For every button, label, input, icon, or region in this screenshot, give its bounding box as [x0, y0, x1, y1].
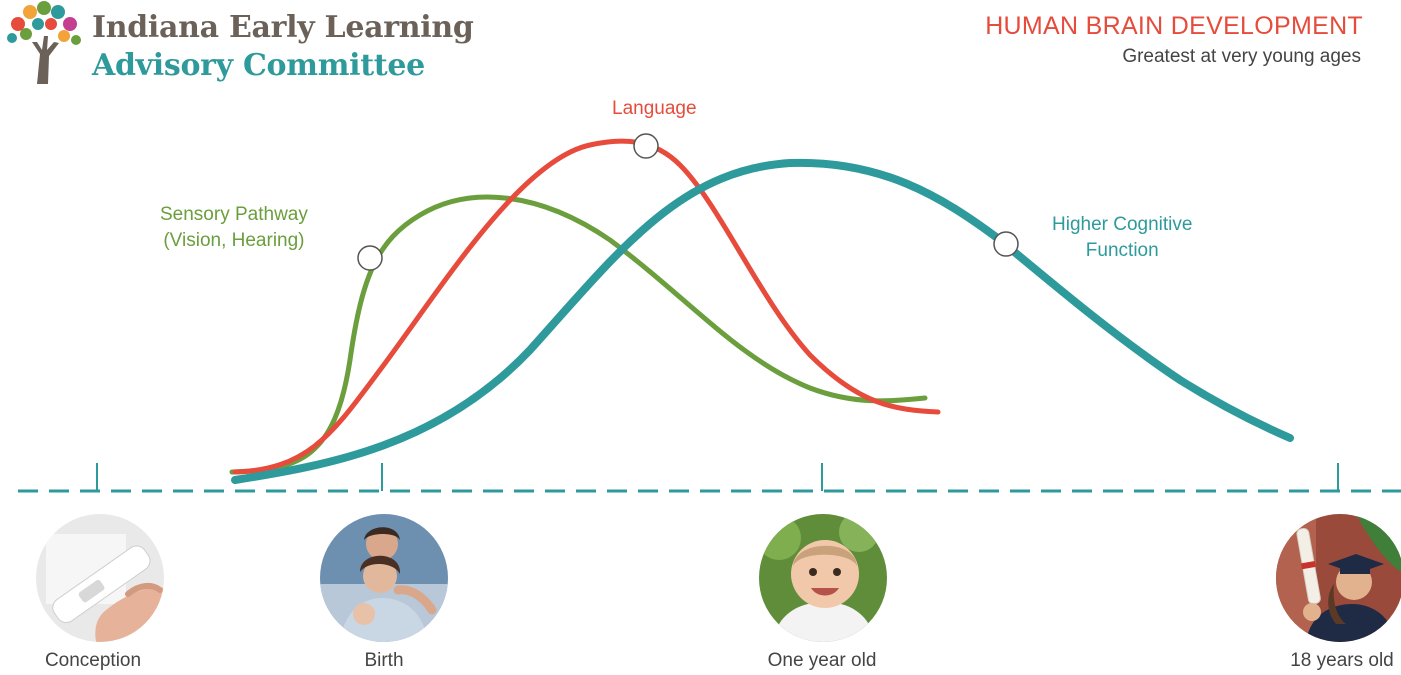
logo-title-line2: Advisory Committee: [92, 48, 425, 83]
mother-newborn-photo: [320, 514, 448, 642]
language-peak-marker: [633, 133, 659, 159]
baby-photo: [759, 514, 887, 642]
milestone-label-one-year: One year old: [767, 650, 877, 671]
page-subtitle: Greatest at very young ages: [1122, 46, 1361, 67]
pregnancy-test-photo: [36, 514, 164, 642]
sensory-label: Sensory Pathway (Vision, Hearing): [160, 202, 308, 254]
milestone-label-conception: Conception: [44, 650, 142, 671]
cognitive-label: Higher Cognitive Function: [1052, 212, 1192, 264]
language-curve: [232, 138, 941, 475]
page-title: HUMAN BRAIN DEVELOPMENT: [985, 12, 1363, 40]
cognitive-marker: [993, 231, 1019, 257]
language-label: Language: [612, 98, 697, 119]
sensory-curve: [229, 194, 928, 475]
milestone-label-birth: Birth: [364, 650, 404, 671]
logo-title-line1: Indiana Early Learning: [92, 10, 474, 45]
cognitive-label-line1: Higher Cognitive: [1052, 214, 1193, 235]
graduate-photo: [1276, 514, 1401, 642]
cognitive-curve: [231, 158, 1294, 484]
milestone-label-eighteen-years: 18 years old: [1290, 650, 1394, 671]
sensory-label-line2: (Vision, Hearing): [163, 230, 305, 251]
sensory-peak-marker: [357, 245, 383, 271]
logo: Indiana Early Learning Advisory Committe…: [4, 0, 504, 90]
tree-icon: [7, 1, 81, 84]
cognitive-label-line2: Function: [1085, 240, 1159, 261]
sensory-label-line1: Sensory Pathway: [160, 204, 308, 225]
